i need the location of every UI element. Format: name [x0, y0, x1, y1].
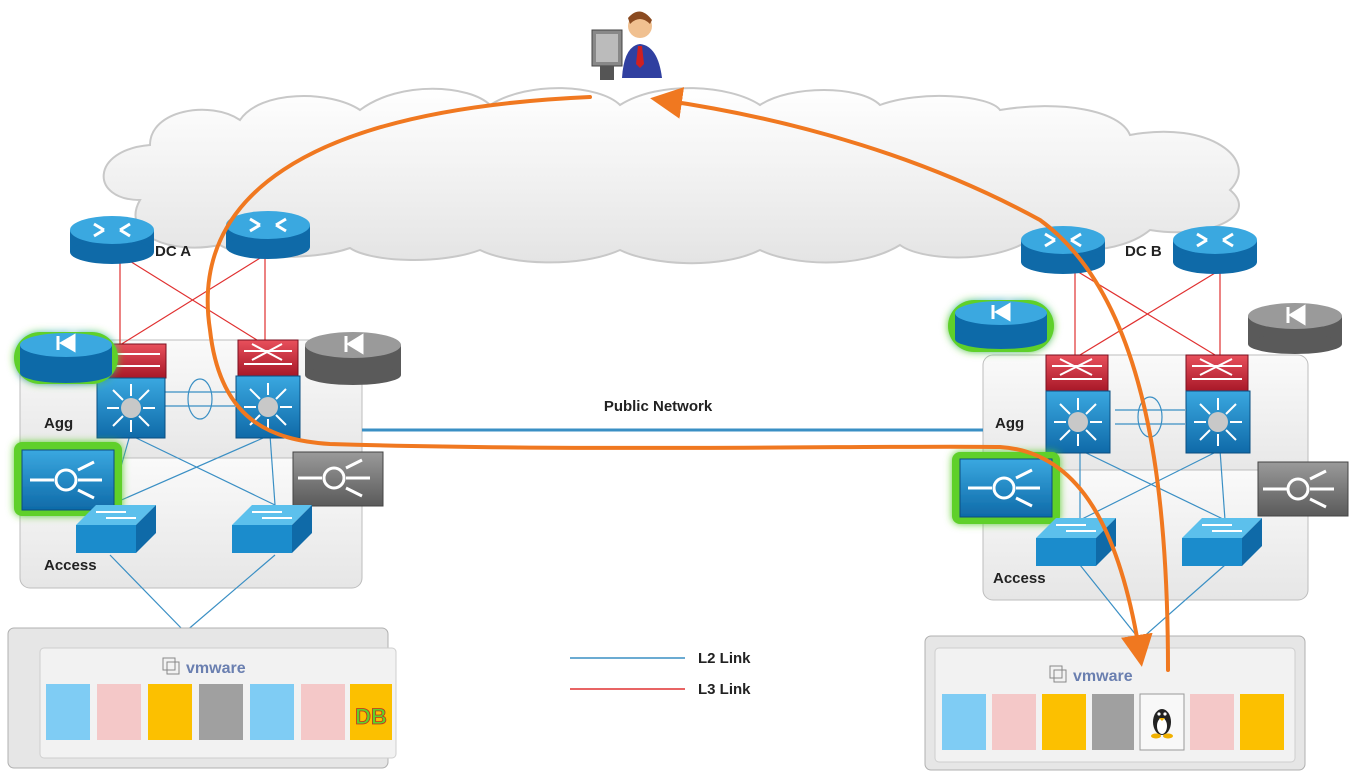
vm-block [1190, 694, 1234, 750]
nexus-switch-icon [1045, 390, 1111, 454]
vm-block [1042, 694, 1086, 750]
flow-arrow-inbound [205, 95, 1153, 667]
dc-b-access-panel [982, 469, 1309, 601]
server-load-balancer-icon [1257, 461, 1349, 517]
access-switch-icon [232, 505, 312, 553]
dc-a-name: DC A [155, 243, 191, 260]
nexus-switch-icon [96, 377, 166, 439]
firewall-icon [237, 339, 299, 377]
access-switch-icon [1036, 518, 1116, 566]
firewall-icon [109, 343, 167, 379]
vmware-logo-icon [162, 657, 180, 675]
vmware-logo-icon [1049, 665, 1067, 683]
load-balancer-icon [948, 300, 1054, 352]
dc-a-agg-label: Agg [44, 415, 73, 432]
vm-block [942, 694, 986, 750]
firewall-icon [1045, 354, 1109, 392]
flow-arrow-return [650, 87, 1170, 672]
vm-block [148, 684, 192, 740]
dc-b-l2-links [1079, 396, 1226, 641]
vm-block [301, 684, 345, 740]
server-load-balancer-icon [14, 442, 122, 516]
vm-block [46, 684, 90, 740]
nexus-switch-icon [1185, 390, 1251, 454]
legend-l2-label: L2 Link [698, 650, 751, 667]
public-network-label: Public Network [604, 398, 713, 415]
access-switch-icon [76, 505, 156, 553]
firewall-icon [1185, 354, 1249, 392]
dc-b-name: DC B [1125, 243, 1162, 260]
dc-b-access-label: Access [993, 570, 1046, 587]
access-switch-icon [1182, 518, 1262, 566]
legend-l3-label: L3 Link [698, 681, 751, 698]
vm-block [1092, 694, 1134, 750]
router-icon [68, 214, 156, 266]
db-vm-block [350, 684, 392, 740]
vm-block [199, 684, 243, 740]
router-icon [224, 209, 312, 261]
server-load-balancer-icon [292, 451, 384, 507]
dc-b-agg-label: Agg [995, 415, 1024, 432]
dc-b-vmware-host: vmware [924, 635, 1306, 771]
traffic-flow [205, 87, 1170, 672]
db-label: DB [355, 704, 387, 729]
dc-a-vmware-host: vmware DB [7, 627, 397, 769]
dc-a-l3-links [119, 254, 266, 346]
dc-a-access-label: Access [44, 557, 97, 574]
user-workstation-icon [591, 11, 662, 80]
router-icon [1171, 224, 1259, 276]
dc-a-vmware-label: vmware [186, 660, 246, 677]
router-icon [1019, 224, 1107, 276]
load-balancer-icon [1248, 303, 1342, 354]
linux-tux-icon [1139, 693, 1185, 751]
dc-b-vmware-label: vmware [1073, 668, 1133, 685]
vm-block [250, 684, 294, 740]
load-balancer-icon [305, 332, 401, 385]
vm-block [992, 694, 1036, 750]
load-balancer-icon [14, 332, 118, 384]
server-load-balancer-icon [952, 452, 1060, 524]
legend: L2 Link L3 Link [570, 650, 751, 698]
vm-block [1240, 694, 1284, 750]
vm-block [97, 684, 141, 740]
cloud-icon [102, 87, 1240, 265]
